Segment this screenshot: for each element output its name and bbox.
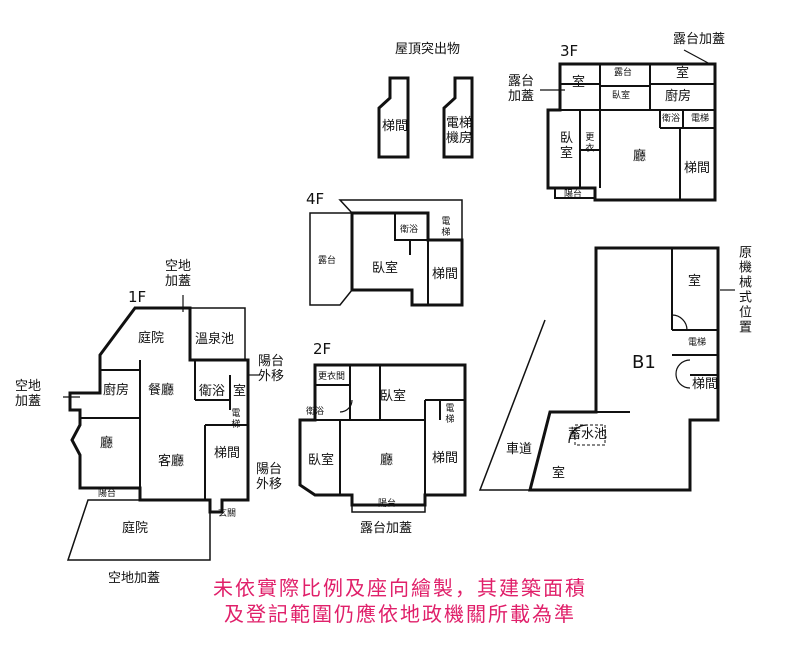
roof-elevator-room-label: 電梯 機房	[446, 116, 473, 146]
1f-dining: 餐廳	[148, 383, 175, 398]
2f-stair: 梯間	[432, 451, 459, 466]
1f-living: 客廳	[158, 454, 185, 469]
notice-line-1: 未依實際比例及座向繪製，其建築面積	[213, 576, 587, 600]
3f-living: 廳	[633, 149, 647, 164]
1f-open-cover-left: 空地 加蓋	[15, 379, 42, 409]
3f-room-2: 室	[676, 66, 690, 81]
1f-floor-label: 1F	[128, 288, 147, 306]
3f-walls	[560, 64, 715, 200]
pointer-line	[683, 49, 711, 65]
4f-stair: 梯間	[432, 267, 459, 282]
roof-elevator-room-outline	[442, 76, 474, 159]
3f-elevator: 電梯	[691, 114, 710, 124]
1f-entrance: 玄關	[218, 509, 237, 519]
b1-floor-label: B1	[632, 352, 656, 373]
1f-bath: 衛浴	[199, 384, 226, 399]
b1-walls	[596, 248, 718, 413]
b1-driveway	[478, 319, 546, 491]
3f-room-1: 室	[572, 75, 586, 90]
4f-terrace	[309, 199, 463, 306]
b1-driveway: 車道	[506, 442, 533, 457]
3f-kitchen: 廚房	[665, 89, 692, 104]
2f-closet: 更衣間	[318, 372, 346, 382]
2f-balcony: 陽台	[378, 499, 397, 509]
2f-living: 廳	[380, 453, 394, 468]
notice-line-2: 及登記範圍仍應依地政機關所載為準	[224, 602, 576, 626]
4f-terrace: 露台	[318, 256, 337, 266]
1f-stair: 梯間	[214, 446, 241, 461]
1f-courtyard-top	[99, 307, 246, 360]
2f-walls	[300, 365, 465, 495]
door-arc	[568, 424, 588, 444]
3f-stair: 梯間	[684, 161, 711, 176]
4f-floor-label: 4F	[306, 190, 325, 208]
3f-terrace-cover-left: 露台 加蓋	[508, 74, 535, 104]
3f-bedroom: 臥 室	[560, 131, 574, 161]
3f-bath: 衛浴	[662, 114, 681, 124]
1f-open-cover-bottom: 空地加蓋	[108, 571, 161, 586]
2f-elevator: 電梯	[443, 403, 454, 425]
2f-balcony-move: 陽台 外移	[256, 462, 283, 492]
4f-bath: 衛浴	[400, 225, 419, 235]
b1-room-bottom: 室	[552, 466, 566, 481]
1f-kitchen: 廚房	[103, 383, 130, 398]
2f-bath: 衛浴	[306, 407, 325, 417]
3f-terrace: 露台	[614, 68, 633, 78]
3f-balcony	[554, 188, 595, 199]
3f-floor-label: 3F	[560, 42, 579, 60]
3f-balcony: 陽台	[564, 190, 583, 200]
b1-original-machine: 原機械式位置	[735, 245, 751, 335]
b1-cistern-box	[574, 424, 606, 446]
door-arc	[671, 314, 688, 331]
1f-courtyard-bottom: 庭院	[122, 521, 149, 536]
1f-courtyard-bottom	[66, 499, 211, 561]
1f-balcony: 陽台	[98, 489, 117, 499]
roof-title: 屋頂突出物	[395, 42, 461, 57]
4f-elevator: 電梯	[439, 216, 450, 238]
b1-elevator: 電梯	[688, 338, 707, 348]
b1-room-top: 室	[688, 274, 702, 289]
1f-hall: 廳	[100, 436, 114, 451]
1f-hot-spring: 溫泉池	[195, 332, 235, 347]
1f-room: 室	[233, 384, 247, 399]
2f-bedroom: 臥室	[308, 453, 335, 468]
door-arc	[675, 359, 691, 389]
2f-terrace-cover: 露台加蓋	[360, 521, 413, 536]
1f-open-cover-top: 空地 加蓋	[165, 259, 192, 289]
roof-stair-outline	[377, 76, 410, 159]
4f-bedroom: 臥室	[372, 261, 399, 276]
4f-walls	[351, 213, 429, 305]
3f-bedroom-small: 臥室	[612, 91, 631, 101]
1f-elevator: 電梯	[229, 408, 240, 430]
2f-bedroom-big: 臥室	[380, 389, 407, 404]
door-arc	[339, 399, 353, 413]
3f-closet: 更衣	[583, 132, 594, 154]
1f-balcony-move: 陽台 外移	[258, 354, 285, 384]
b1-stair: 梯間	[692, 377, 719, 392]
b1-cistern: 蓄水池	[568, 427, 608, 442]
2f-floor-label: 2F	[313, 340, 332, 358]
b1-outline	[528, 246, 720, 492]
1f-courtyard-top: 庭院	[138, 331, 165, 346]
roof-stair-label: 梯間	[382, 119, 409, 134]
1f-walls	[80, 308, 248, 500]
2f-balcony	[351, 505, 426, 513]
3f-terrace-cover-top: 露台加蓋	[673, 32, 726, 47]
